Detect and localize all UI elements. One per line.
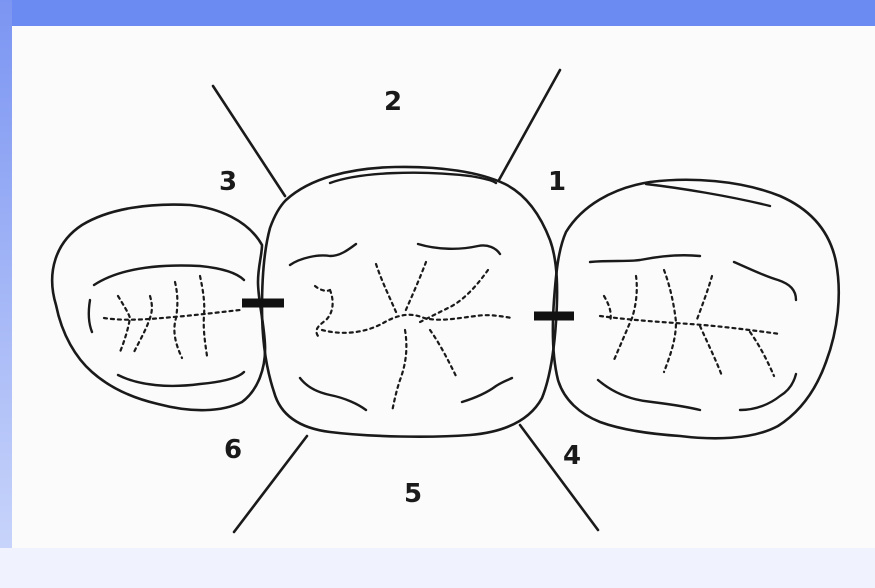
center-tooth-fissure-f [316, 290, 332, 336]
divider-line-lower-right [520, 425, 598, 530]
right-tooth-fissure-b [664, 270, 676, 372]
center-tooth-fissure-e [430, 330, 456, 376]
left-tooth-ridge-mesial [89, 300, 92, 332]
frame-bottom-band [0, 548, 875, 588]
left-tooth-fissure-d [118, 296, 130, 352]
left-tooth-fissure-b [200, 276, 207, 356]
left-tooth-outline [52, 205, 265, 411]
left-tooth-central-fissure [104, 310, 240, 320]
region-label-2: 2 [384, 87, 402, 117]
left-tooth-ridge-upper [94, 266, 244, 285]
center-tooth-central-fissure [322, 315, 512, 333]
center-tooth-ridge-ur [418, 244, 500, 254]
region-label-5: 5 [404, 479, 422, 509]
tooth-diagram-svg: 1 2 3 4 5 6 [12, 26, 875, 548]
right-tooth-fissure-d [700, 326, 722, 376]
center-tooth-ridge-ll [300, 378, 366, 410]
center-tooth-ridge-lr [462, 378, 512, 402]
frame-left-band [0, 0, 12, 588]
left-tooth-fissure-c [134, 296, 152, 352]
region-label-3: 3 [219, 167, 237, 197]
left-tooth [52, 205, 265, 411]
tooth-diagram: 1 2 3 4 5 6 [12, 26, 875, 548]
left-tooth-ridge-lower [118, 372, 244, 386]
right-tooth-ridge-lr [740, 374, 796, 410]
region-label-6: 6 [224, 435, 242, 465]
right-tooth-outline [553, 180, 839, 439]
frame-top-band [0, 0, 875, 26]
right-tooth-fissure-f [604, 296, 611, 322]
region-label-4: 4 [563, 441, 581, 471]
right-tooth-fissure-c [696, 276, 712, 322]
right-tooth-ridge-ur [734, 262, 796, 300]
center-tooth-fissure-b [405, 262, 426, 312]
divider-line-upper-right [499, 70, 560, 180]
center-tooth-ridge-ul [290, 244, 356, 265]
right-tooth [553, 180, 839, 439]
right-tooth-ridge-lower [598, 380, 700, 410]
center-tooth [262, 167, 557, 437]
center-tooth-fissure-a [376, 264, 396, 312]
center-tooth-fissure-g [315, 286, 330, 291]
center-tooth-fissure-d [392, 330, 406, 412]
center-tooth-fissure-c [420, 270, 488, 322]
right-tooth-fissure-e [750, 332, 774, 376]
right-tooth-ridge-upper [590, 255, 700, 262]
region-label-1: 1 [548, 167, 566, 197]
left-tooth-fissure-a [174, 282, 182, 358]
divider-line-lower-left [234, 436, 307, 532]
